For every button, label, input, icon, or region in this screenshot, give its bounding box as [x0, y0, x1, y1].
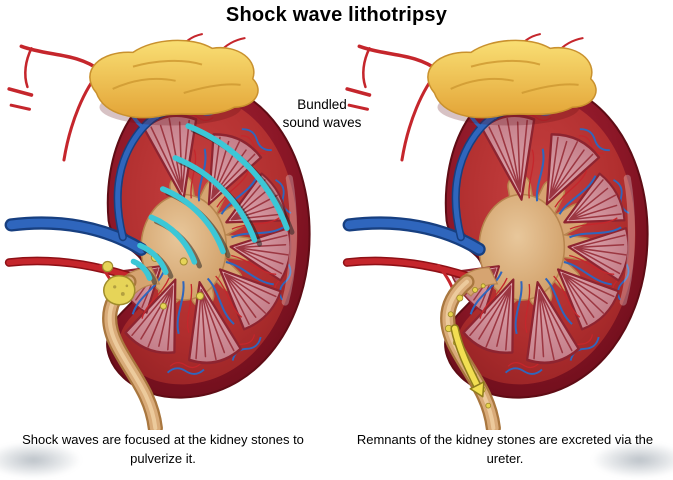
- left-panel: [3, 26, 333, 430]
- figure-title: Shock wave lithotripsy: [225, 4, 448, 26]
- right-kidney: [347, 34, 647, 428]
- excretion-arrow: [450, 324, 485, 398]
- sound-waves-label: Bundled sound waves: [260, 96, 384, 132]
- sound-waves-label-line2: sound waves: [282, 115, 362, 131]
- sound-waves-label-line1: Bundled: [297, 97, 347, 112]
- right-caption: Remnants of the kidney stones are excret…: [356, 432, 654, 466]
- left-caption: Shock waves are focused at the kidney st…: [22, 432, 304, 466]
- right-panel: [341, 26, 671, 430]
- left-kidney: [9, 34, 309, 428]
